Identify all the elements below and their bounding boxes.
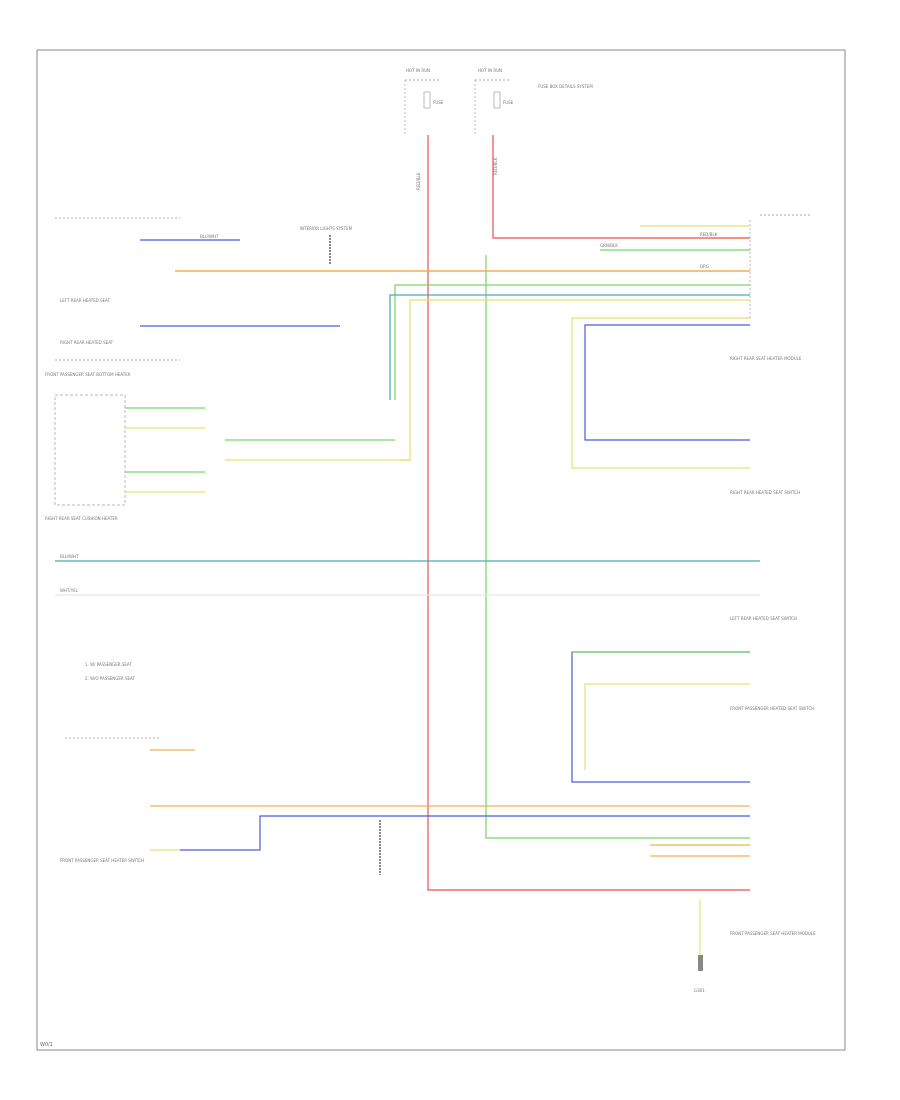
ground-label: G301	[694, 988, 705, 993]
red-wire-label-2: RED/BLK	[493, 157, 498, 175]
yellow-loop-wire	[571, 317, 750, 469]
lower-blue-wire	[180, 815, 750, 851]
ground-icon	[698, 955, 703, 971]
front-pass-switch-label: FRONT PASSENGER HEATED SEAT SWITCH	[730, 706, 814, 711]
lower-yellow-loop	[584, 683, 750, 770]
vertical-feeds: RED/BLK RED/BLK	[416, 135, 750, 891]
fuse-header: HOT IN RUN HOT IN RUN FUSE FUSE FUSE BOX…	[404, 68, 593, 135]
fuse-right-icon	[493, 91, 501, 109]
module-top-label: RIGHT REAR SEAT HEATER MODULE	[730, 356, 802, 361]
front-module-label: FRONT PASSENGER SEAT BOTTOM HEATER	[45, 372, 131, 377]
bottom-module-label: FRONT PASSENGER SEAT HEATER MODULE	[730, 931, 816, 936]
left-rear-heated-label: LEFT REAR HEATED SEAT	[60, 298, 111, 303]
fuse-left-icon	[423, 91, 431, 109]
wire-label-blu-1: BLU/WHT	[200, 234, 219, 239]
red-feed-wire-2	[492, 135, 750, 239]
right-rear-heated-label: RIGHT REAR HEATED SEAT	[60, 340, 114, 345]
fuse-box-label: FUSE BOX DETAILS SYSTEM	[538, 84, 593, 89]
hot-label-left: HOT IN RUN	[406, 68, 430, 73]
right-mid-switches: RIGHT REAR SEAT HEATER MODULE RIGHT REAR…	[571, 317, 802, 495]
green-feed-wire	[485, 255, 750, 839]
diagram-frame	[36, 49, 846, 1051]
fuse-right-label: FUSE	[503, 100, 514, 105]
lower-left-area: FRONT PASSENGER SEAT HEATER SWITCH	[60, 737, 750, 875]
top-right-connector: RED/BLK GRN/BLK	[600, 214, 810, 320]
green-branch-wire	[394, 284, 750, 400]
fuse-left-label: FUSE	[433, 100, 444, 105]
red-feed-wire	[427, 135, 750, 891]
left-rear-switch-label: LEFT REAR HEATED SEAT SWITCH	[730, 616, 797, 621]
wire-label-red-top: RED/BLK	[700, 232, 718, 237]
page-number: W0/1	[40, 1042, 53, 1048]
right-rear-switch-label: RIGHT REAR HEATED SEAT SWITCH	[730, 490, 800, 495]
wire-label-wht-long: WHT/YEL	[60, 588, 79, 593]
wire-label-org: ORG	[700, 264, 709, 269]
left-top-area: BLU/WHT LEFT REAR HEATED SEAT RIGHT REAR…	[55, 217, 353, 361]
module-label: RIGHT REAR SEAT CUSHION HEATER	[45, 516, 118, 521]
module-box	[54, 394, 126, 506]
legend-1: 1. W/ PASSENGER SEAT	[85, 662, 132, 667]
wire-label-blu-long: BLU/WHT	[60, 554, 79, 559]
legend-2: 2. W/O PASSENGER SEAT	[85, 676, 135, 681]
yellow-branch-wire	[400, 299, 750, 461]
lower-blue-loop	[571, 651, 750, 783]
hot-label-right: HOT IN RUN	[478, 68, 502, 73]
red-wire-label: RED/BLK	[416, 172, 421, 190]
teal-branch-wire	[389, 294, 750, 400]
interior-lights-label: INTERIOR LIGHTS SYSTEM	[300, 226, 353, 231]
left-module: FRONT PASSENGER SEAT BOTTOM HEATER RIGHT…	[45, 372, 410, 521]
passenger-switch-label: FRONT PASSENGER SEAT HEATER SWITCH	[60, 858, 144, 863]
blue-loop-wire	[584, 324, 750, 441]
bottom-right-area: FRONT PASSENGER SEAT HEATER MODULE G301	[650, 844, 816, 993]
wire-label-grn-top: GRN/BLK	[600, 243, 618, 248]
